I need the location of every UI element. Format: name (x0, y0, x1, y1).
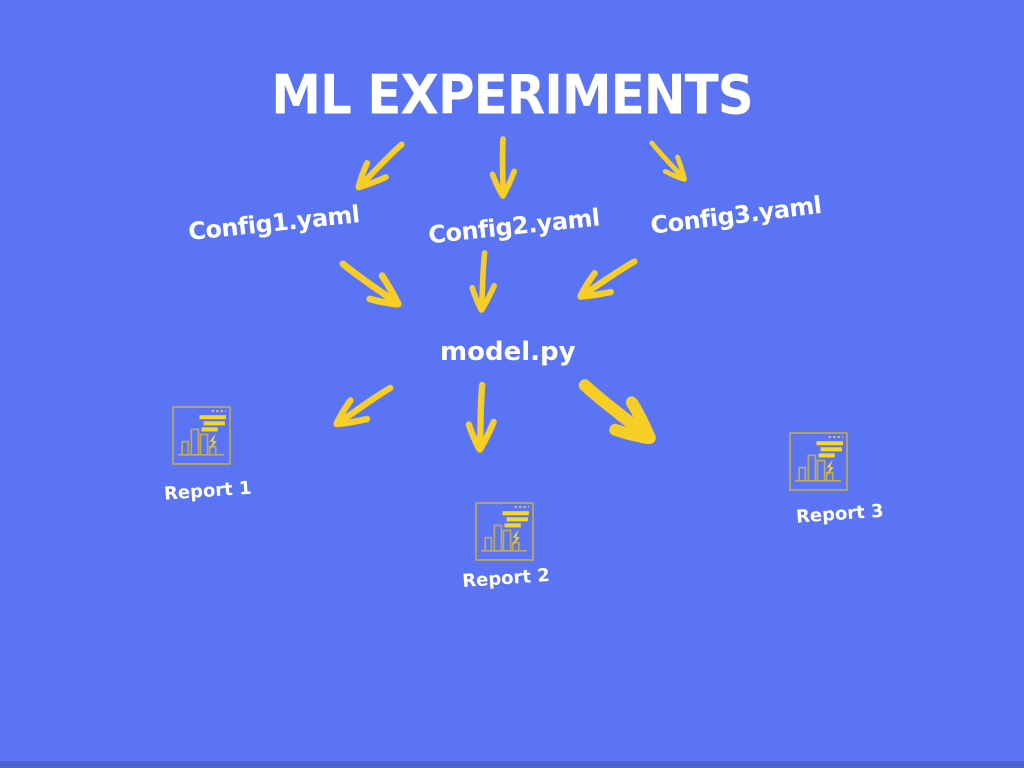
node-config3: Config3.yaml (648, 191, 823, 240)
report1-bar-chart-icon (171, 405, 232, 466)
node-report3: Report 3 (795, 500, 885, 528)
arrow-title-to-config1 (342, 130, 417, 205)
arrow-title-to-config3 (639, 131, 699, 193)
node-model: model.py (440, 337, 576, 367)
page-title: ML EXPERIMENTS (271, 63, 754, 127)
arrow-config3-to-model (565, 245, 647, 315)
arrow-config2-to-model (466, 248, 500, 317)
arrow-model-to-report3 (563, 362, 675, 464)
arrow-config1-to-model (327, 245, 418, 325)
report2-bar-chart-icon (474, 501, 535, 562)
bottom-edge-strip (0, 761, 1024, 768)
node-config1: Config1.yaml (186, 200, 361, 247)
node-report1: Report 1 (163, 477, 253, 505)
arrow-model-to-report1 (318, 369, 407, 444)
report3-bar-chart-icon (788, 431, 849, 492)
arrow-title-to-config2 (488, 135, 518, 203)
arrow-model-to-report2 (463, 377, 500, 460)
node-report2: Report 2 (461, 564, 551, 593)
node-config2: Config2.yaml (426, 203, 601, 250)
